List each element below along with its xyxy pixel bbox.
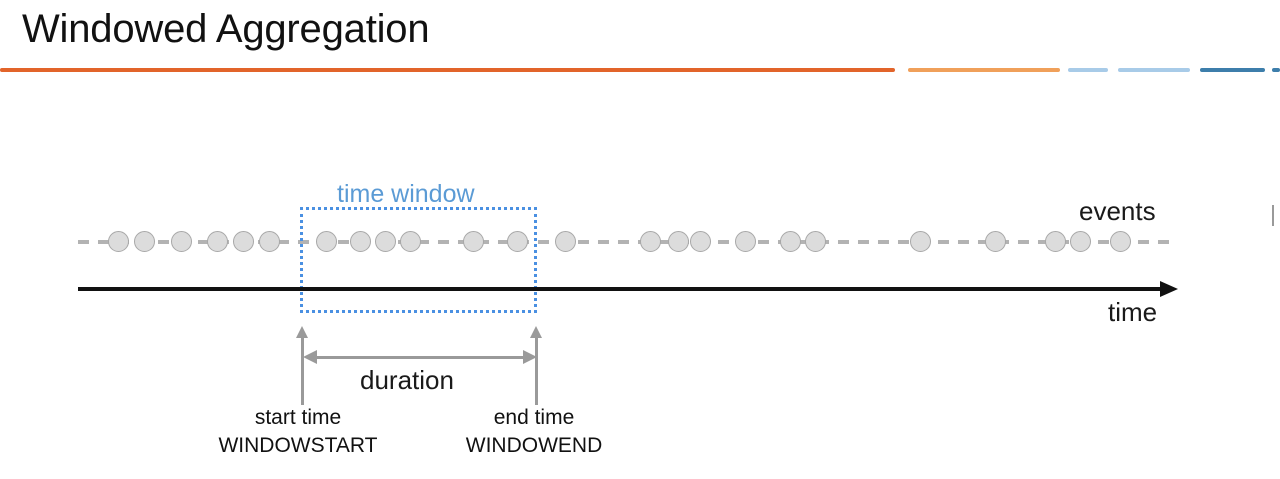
event-dot	[134, 231, 155, 252]
event-dot	[1045, 231, 1066, 252]
events-label: events	[1079, 196, 1156, 226]
window-end-leader-line	[535, 335, 538, 405]
event-dot	[108, 231, 129, 252]
time-window-box	[300, 207, 537, 313]
event-dot	[507, 231, 528, 252]
time-window-label: time window	[337, 180, 475, 208]
event-dot	[735, 231, 756, 252]
window-start-caption-line2: WINDOWSTART	[218, 433, 378, 457]
event-dot	[1070, 231, 1091, 252]
event-dot	[400, 231, 421, 252]
event-dot	[780, 231, 801, 252]
event-dot	[640, 231, 661, 252]
window-end-caption-line1: end time	[493, 406, 575, 429]
duration-arrowhead-right-icon	[523, 350, 537, 364]
event-dot	[805, 231, 826, 252]
window-start-leader-arrowhead-icon	[296, 326, 308, 338]
time-axis-arrowhead-icon	[1160, 281, 1178, 297]
event-dot	[910, 231, 931, 252]
event-dot	[171, 231, 192, 252]
window-start-caption-line1: start time	[254, 406, 342, 429]
event-dot	[555, 231, 576, 252]
event-dot	[463, 231, 484, 252]
event-dot	[668, 231, 689, 252]
time-axis-label: time	[1108, 297, 1158, 327]
window-start-caption: start time WINDOWSTART	[184, 404, 412, 460]
time-axis-line	[78, 287, 1168, 291]
event-dot	[375, 231, 396, 252]
rule-segment-primary-orange	[0, 68, 895, 72]
event-dot	[233, 231, 254, 252]
cropped-edge-mark	[1272, 205, 1274, 226]
event-dot	[316, 231, 337, 252]
rule-segment-medium-blue-1	[1200, 68, 1265, 72]
rule-segment-light-blue-2	[1118, 68, 1190, 72]
event-dot	[690, 231, 711, 252]
window-end-caption: end time WINDOWEND	[420, 404, 648, 460]
title-decorative-rule	[0, 68, 1280, 74]
rule-segment-light-blue-1	[1068, 68, 1108, 72]
duration-arrow-bar	[312, 356, 527, 359]
rule-segment-light-orange	[908, 68, 1060, 72]
duration-arrowhead-left-icon	[303, 350, 317, 364]
window-end-caption-line2: WINDOWEND	[465, 433, 603, 457]
event-dot	[350, 231, 371, 252]
event-dot	[1110, 231, 1131, 252]
duration-label: duration	[360, 365, 454, 395]
event-stream-dashed-line	[78, 240, 1178, 244]
event-dot	[207, 231, 228, 252]
window-end-leader-arrowhead-icon	[530, 326, 542, 338]
rule-segment-medium-blue-2	[1272, 68, 1280, 72]
page-title: Windowed Aggregation	[22, 7, 430, 51]
event-dot	[259, 231, 280, 252]
window-start-leader-line	[301, 335, 304, 405]
event-dot	[985, 231, 1006, 252]
